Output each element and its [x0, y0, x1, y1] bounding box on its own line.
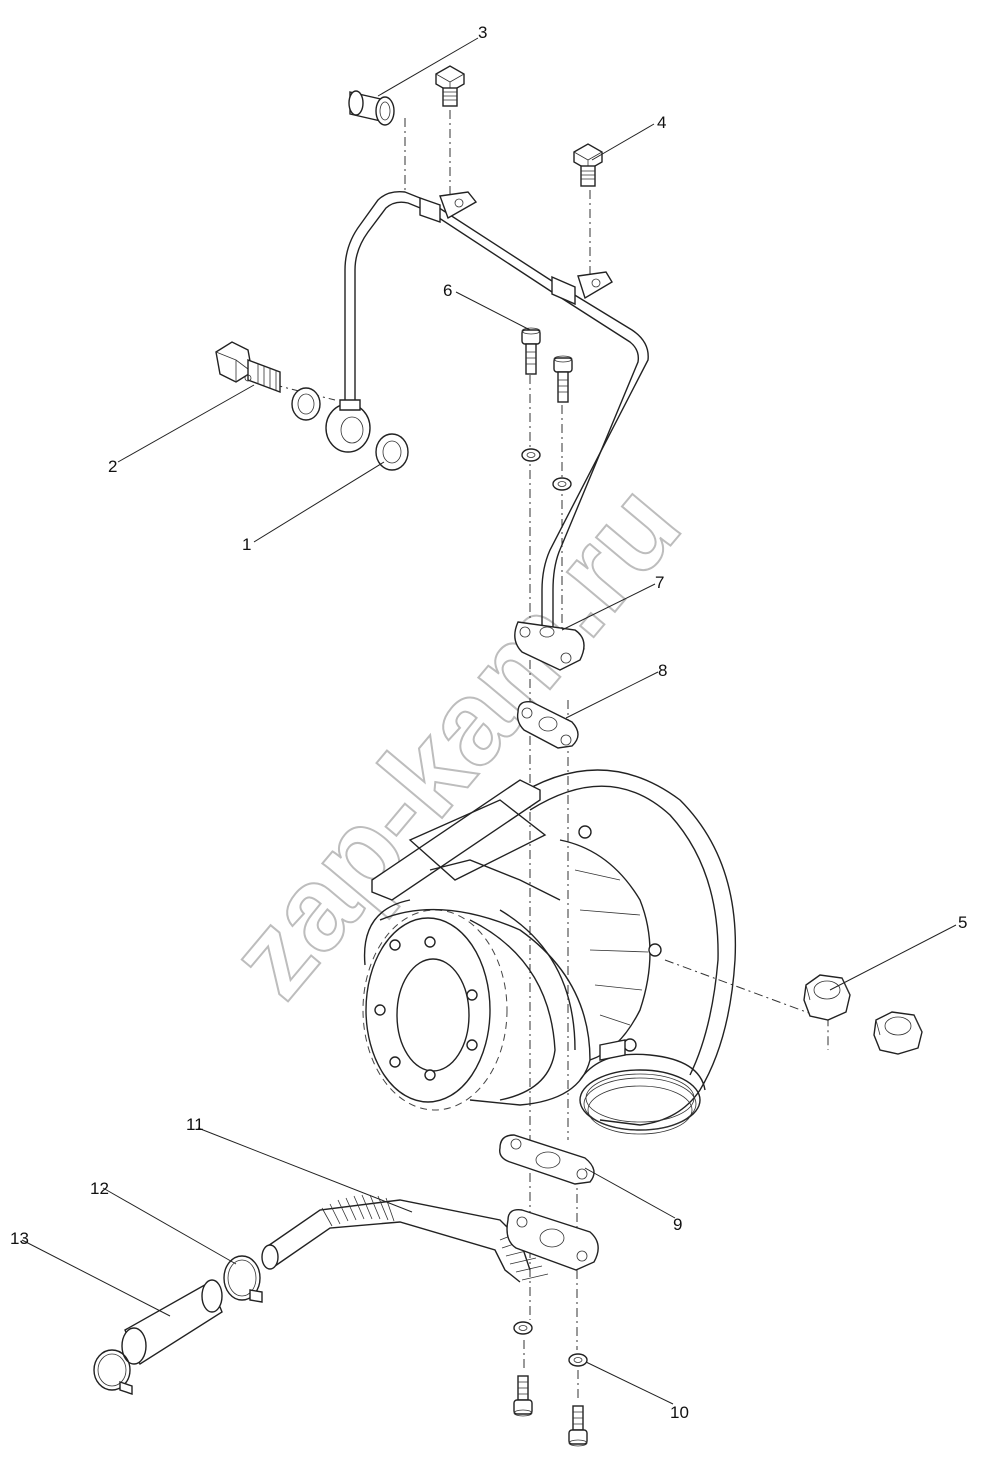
leader-lines — [21, 37, 957, 1405]
callout-13: 13 — [10, 1229, 29, 1248]
callout-6: 6 — [443, 281, 452, 300]
gasket-part-8 — [516, 701, 579, 749]
oil-drain-pipe-part-11 — [261, 1194, 599, 1283]
sleeve-part-3 — [348, 90, 395, 126]
callout-numbers: 1 2 3 4 5 6 7 8 9 10 11 12 13 — [10, 23, 967, 1422]
sealing-washers-part-1 — [291, 387, 409, 471]
banjo-bolt-part-2 — [215, 341, 281, 394]
callout-4: 4 — [657, 113, 666, 132]
callout-3: 3 — [478, 23, 487, 42]
lower-screws-part-10 — [513, 1321, 588, 1447]
callout-1: 1 — [242, 535, 251, 554]
callout-8: 8 — [658, 661, 667, 680]
callout-7: 7 — [655, 573, 664, 592]
callout-10: 10 — [670, 1403, 689, 1422]
flange-bolt-top — [435, 65, 465, 107]
flange-bolt-part-4 — [573, 143, 603, 187]
hose-sleeve-part-13 — [93, 1279, 223, 1395]
callout-2: 2 — [108, 457, 117, 476]
cap-screws-part-6 — [521, 327, 573, 491]
gasket-part-9 — [499, 1134, 595, 1185]
oil-supply-pipe — [325, 190, 649, 671]
callout-11: 11 — [186, 1115, 204, 1134]
callout-5: 5 — [958, 913, 967, 932]
hose-clamp-part-12 — [223, 1255, 263, 1303]
callout-12: 12 — [90, 1179, 109, 1198]
nuts-part-5 — [803, 974, 923, 1055]
turbocharger-body — [362, 769, 737, 1135]
callout-9: 9 — [673, 1215, 682, 1234]
